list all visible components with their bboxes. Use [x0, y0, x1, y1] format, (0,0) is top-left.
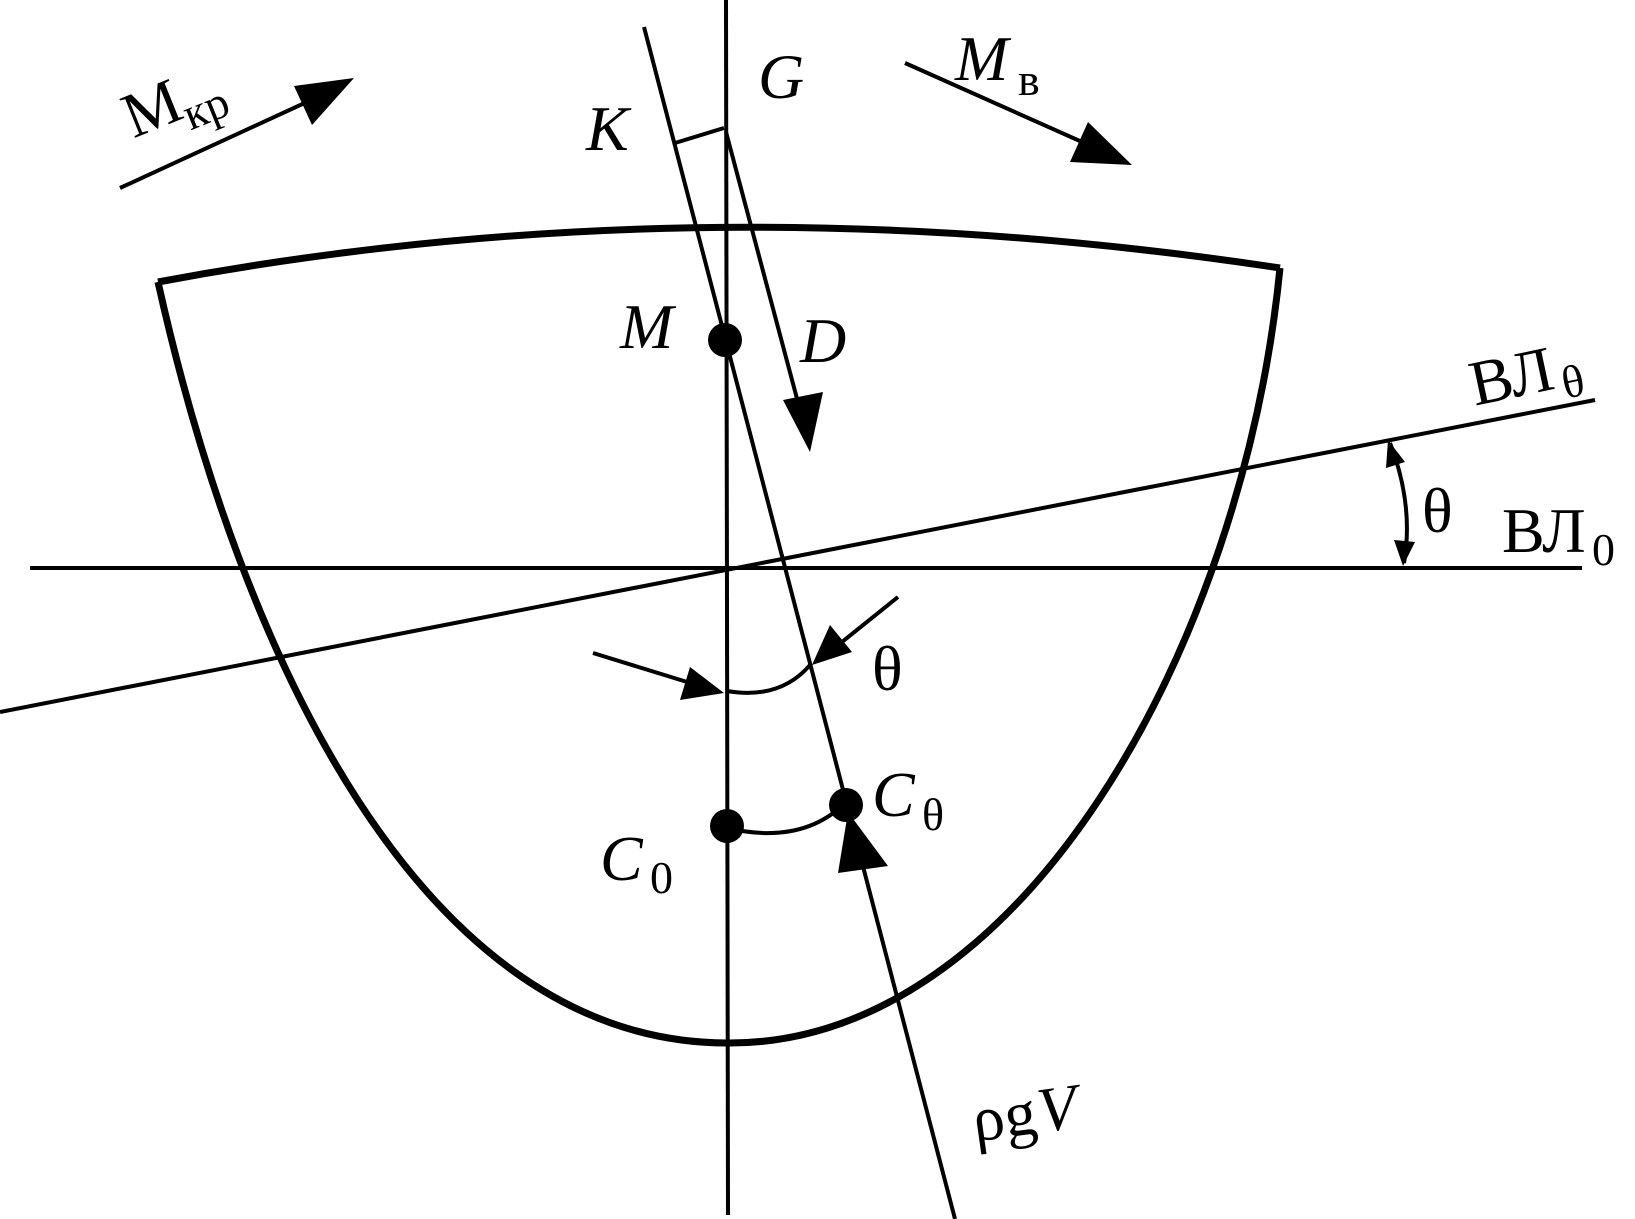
restoring-moment-label: M в: [954, 23, 1040, 105]
label-d: D: [799, 305, 846, 376]
buoyancy-force-label: ρ g V: [967, 1070, 1088, 1156]
svg-text:V: V: [1033, 1070, 1088, 1147]
centerline-angle-arc: [592, 595, 900, 700]
label-theta-waterline: θ: [1422, 475, 1453, 546]
metacenter-point: [708, 323, 742, 357]
label-c0: C 0: [600, 823, 673, 903]
waterline-angle-arc: [1386, 440, 1415, 566]
initial-waterline-label: ВЛ 0: [1502, 495, 1615, 575]
buoyancy-shift-arc: [726, 803, 845, 835]
heel-moment-arrow: [119, 78, 354, 190]
svg-text:0: 0: [1592, 524, 1615, 575]
restoring-moment-arrow: [904, 61, 1132, 165]
svg-text:0: 0: [650, 852, 673, 903]
svg-text:ВЛ: ВЛ: [1502, 495, 1586, 566]
heeled-buoyancy-center-point: [829, 788, 863, 822]
weight-force-arrow: [724, 131, 823, 452]
label-theta-centerline: θ: [872, 633, 903, 704]
svg-text:в: в: [1018, 54, 1040, 105]
svg-text:M: M: [954, 23, 1012, 94]
svg-text:ВЛ: ВЛ: [1463, 333, 1560, 420]
buoyancy-force-arrowhead: [838, 812, 888, 873]
righting-arm-gk: [674, 126, 725, 145]
heeled-waterline: [0, 398, 1596, 714]
svg-text:θ: θ: [922, 789, 944, 840]
svg-text:M: M: [112, 64, 191, 151]
centerline: [724, 0, 730, 1216]
label-k: K: [585, 93, 632, 164]
svg-text:C: C: [600, 823, 644, 894]
svg-text:θ: θ: [1557, 354, 1589, 408]
initial-buoyancy-center-point: [710, 809, 744, 843]
inclined-centerline: [642, 26, 957, 1219]
hull-outline: [154, 223, 1284, 1047]
svg-text:C: C: [872, 759, 916, 830]
label-m: M: [619, 291, 677, 362]
heeled-waterline-label: ВЛ θ: [1463, 333, 1589, 420]
label-ctheta: C θ: [872, 759, 944, 840]
label-g: G: [758, 41, 804, 112]
